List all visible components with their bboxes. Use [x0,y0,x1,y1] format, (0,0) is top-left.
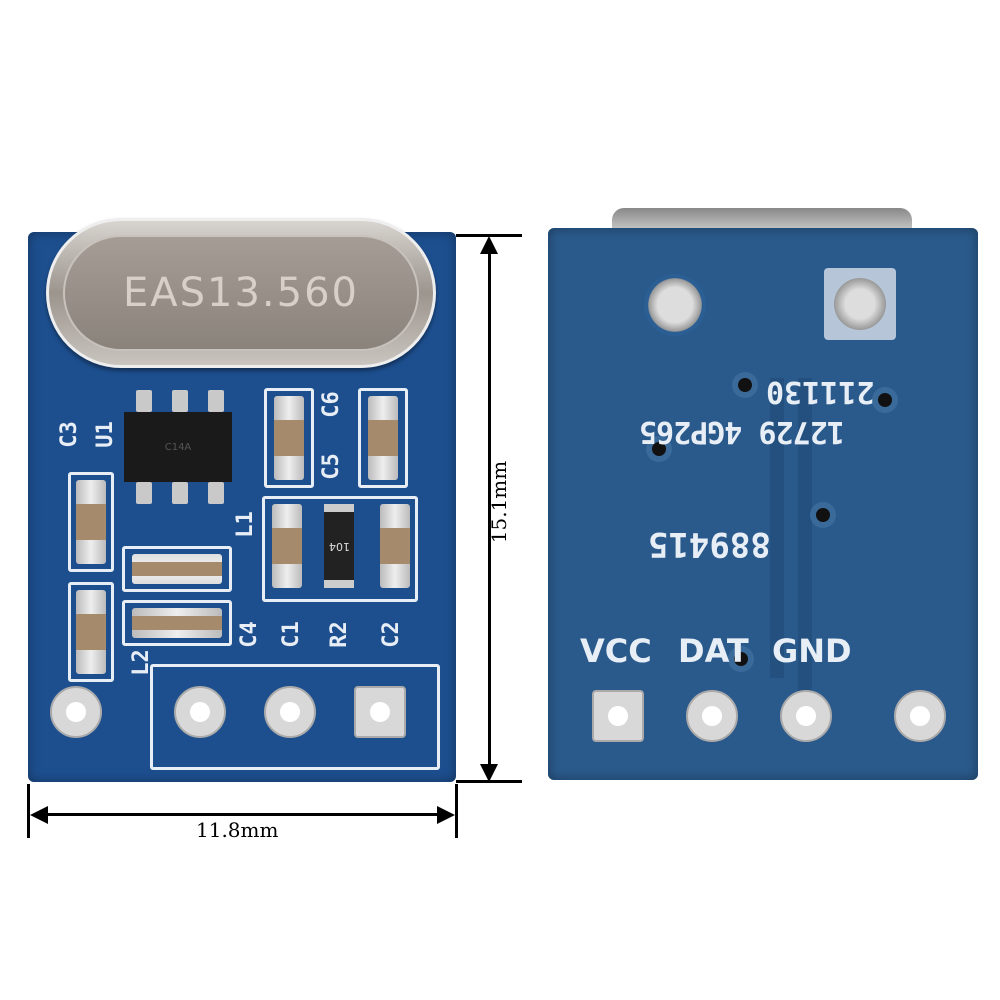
label-c4: C4 [236,621,262,648]
board-code-serial: 12729 4GP265 [640,414,845,449]
height-dimension: 15.1mm [487,460,512,544]
pin-label-vcc: VCC [580,632,652,670]
pin-hole [894,690,946,742]
resistor: 104 [324,504,354,588]
ic-chip: C14A [124,412,232,482]
pin-label-dat: DAT [678,632,749,670]
ic-label: C14A [164,441,192,453]
pin-hole [686,690,738,742]
width-dimension: 11.8mm [196,818,279,842]
back-pcb: 211130 12729 4GP265 889415 VCC DAT GND [548,228,978,780]
label-c6: C6 [318,391,344,418]
label-c5: C5 [318,453,344,480]
board-code-date: 211130 [766,374,875,409]
board-code-model: 889415 [648,524,771,564]
label-u1: U1 [92,421,118,448]
label-r2: R2 [326,621,352,648]
label-l1: L1 [232,511,258,538]
crystal-label: EAS13.560 [63,235,419,351]
pin-hole [174,686,226,738]
pin-hole [780,690,832,742]
pin-label-gnd: GND [772,632,852,670]
label-c3: C3 [56,421,82,448]
crystal-oscillator: EAS13.560 [46,218,436,368]
label-c1: C1 [278,621,304,648]
front-pcb: EAS13.560 C14A 104 C3 U1 C6 C5 L1 L2 C4 … [28,218,456,782]
label-c2: C2 [378,621,404,648]
pin-hole [50,686,102,738]
pin-hole [264,686,316,738]
pin-hole-square [592,690,644,742]
pin-hole-square [354,686,406,738]
